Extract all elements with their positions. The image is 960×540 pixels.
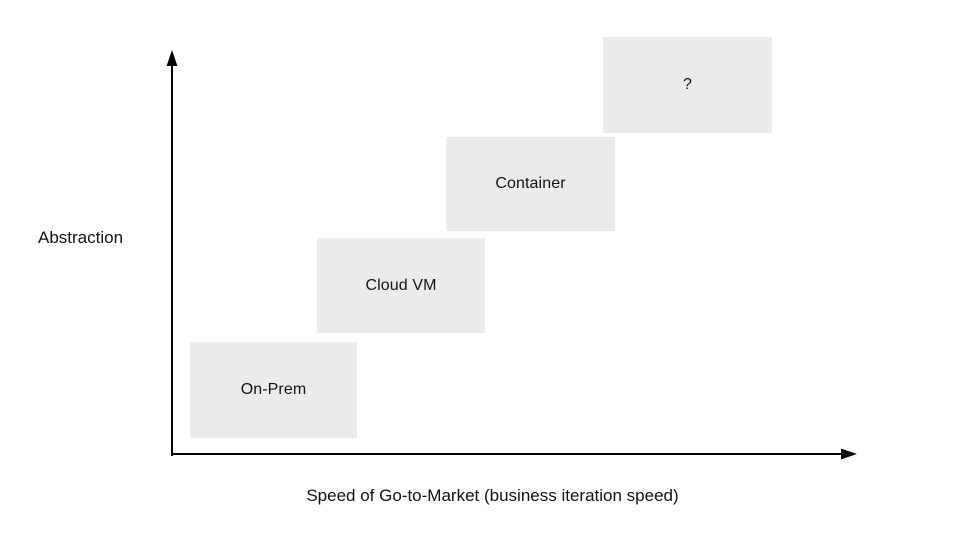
box-on-prem-label: On-Prem (240, 381, 307, 398)
x-axis-arrowhead-icon (841, 448, 857, 460)
box-on-prem: On-Prem (190, 342, 357, 438)
box-cloud-vm: Cloud VM (317, 238, 485, 333)
box-unknown: ? (603, 37, 772, 133)
box-container: Container (446, 137, 615, 231)
y-axis-arrowhead-icon (166, 50, 178, 66)
x-axis-label: Speed of Go-to-Market (business iteratio… (306, 486, 679, 505)
y-axis-label: Abstraction (38, 228, 124, 247)
box-container-label: Container (495, 175, 566, 192)
box-cloud-vm-label: Cloud VM (365, 276, 437, 294)
box-unknown-label: ? (683, 76, 692, 93)
